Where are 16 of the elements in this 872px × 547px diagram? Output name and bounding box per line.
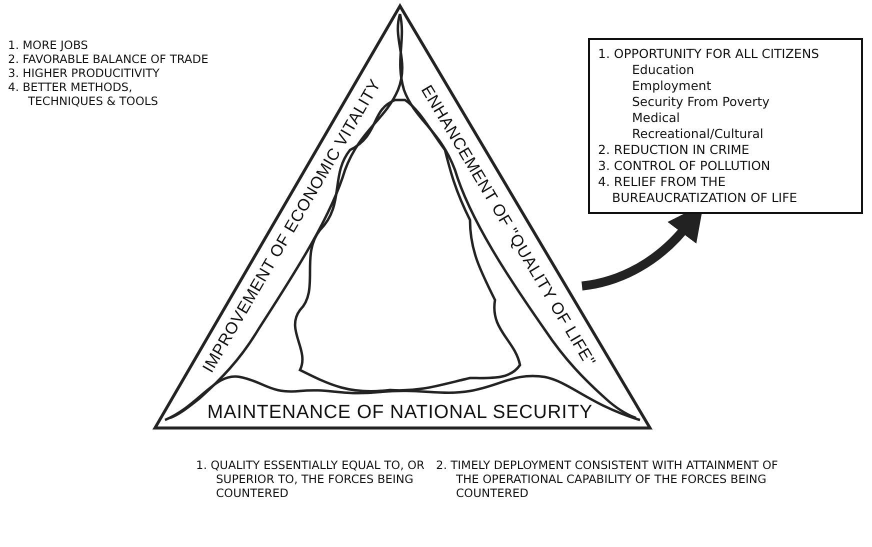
list-item: 2. REDUCTION IN CRIME <box>598 142 750 158</box>
list-item: 2. TIMELY DEPLOYMENT CONSISTENT WITH ATTAINMENT OF THE OPERATIONAL CAPABILITY OF THE FORCES BEING COUNTERED <box>436 458 780 500</box>
list-item: 4. RELIEF FROM THE BUREAUCRATIZATION OF LIFE <box>598 174 798 206</box>
base-label: MAINTENANCE OF NATIONAL SECURITY <box>190 402 610 424</box>
list-item: 2. FAVORABLE BALANCE OF TRADE <box>8 52 210 66</box>
list-item: 3. CONTROL OF POLLUTION <box>598 158 772 174</box>
sub-item: Education <box>632 62 696 78</box>
list-item: 1. MORE JOBS <box>8 38 89 52</box>
sub-item: Recreational/Cultural <box>632 126 764 142</box>
list-item: 1. OPPORTUNITY FOR ALL CITIZENS <box>598 46 820 62</box>
list-item: 3. HIGHER PRODUCITIVITY <box>8 66 161 80</box>
sub-item: Security From Poverty <box>632 94 771 110</box>
list-box <box>588 38 863 214</box>
list-item: 4. BETTER METHODS, TECHNIQUES & TOOLS <box>8 80 160 108</box>
sub-item: Employment <box>632 78 712 94</box>
sub-item: Medical <box>632 110 681 126</box>
